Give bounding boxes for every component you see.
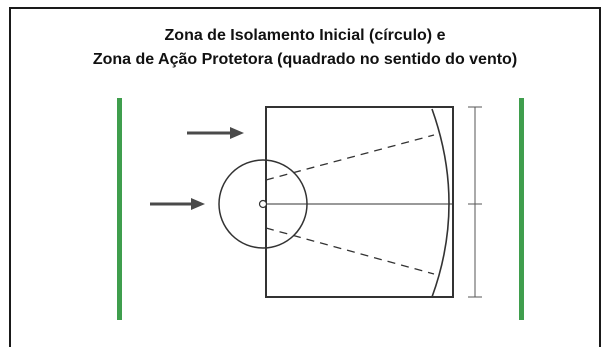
plume-upper-dashed-line (265, 134, 435, 181)
downwind-arc (431, 108, 450, 298)
plume-lower-dashed-line (265, 227, 435, 275)
right-green-bar (519, 98, 524, 320)
source-point (258, 199, 268, 209)
title-line-1: Zona de Isolamento Inicial (círculo) e (164, 27, 446, 44)
protective-action-square (265, 106, 454, 298)
slide-title: Zona de Isolamento Inicial (círculo) e Z… (11, 24, 599, 72)
title-line-2: Zona de Ação Protetora (quadrado no sent… (92, 51, 518, 68)
slide-frame (9, 7, 601, 347)
left-green-bar (117, 98, 122, 320)
wind-arrow-upper-icon (187, 127, 244, 139)
wind-arrow-lower-icon (150, 198, 205, 210)
